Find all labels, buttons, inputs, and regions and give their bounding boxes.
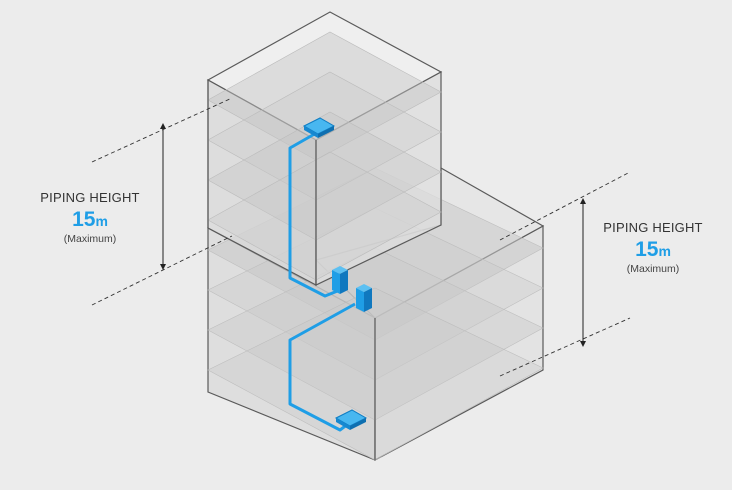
right-height-unit: m <box>658 243 671 259</box>
right-height-dimension <box>499 171 631 377</box>
refrigerant-piping <box>288 130 356 432</box>
outdoor-unit-1-icon <box>332 266 348 294</box>
upper-floor-slabs <box>207 31 442 281</box>
outdoor-unit-2-icon <box>356 284 372 312</box>
left-height-unit: m <box>95 213 108 229</box>
right-label-value: 15m <box>592 239 714 263</box>
right-height-number: 15 <box>635 238 659 261</box>
right-piping-height-label: PIPING HEIGHT 15m (Maximum) <box>592 220 714 275</box>
right-label-title: PIPING HEIGHT <box>603 220 703 235</box>
right-label-note: (Maximum) <box>626 263 680 275</box>
upper-building-block <box>206 11 443 286</box>
left-label-title: PIPING HEIGHT <box>40 190 140 205</box>
indoor-unit-upper-icon <box>302 117 336 138</box>
left-label-note: (Maximum) <box>63 233 117 245</box>
indoor-unit-lower-icon <box>334 409 368 430</box>
left-height-dimension <box>91 97 233 306</box>
left-label-value: 15m <box>30 209 150 233</box>
left-piping-height-label: PIPING HEIGHT 15m (Maximum) <box>30 190 150 245</box>
left-height-number: 15 <box>72 208 96 231</box>
